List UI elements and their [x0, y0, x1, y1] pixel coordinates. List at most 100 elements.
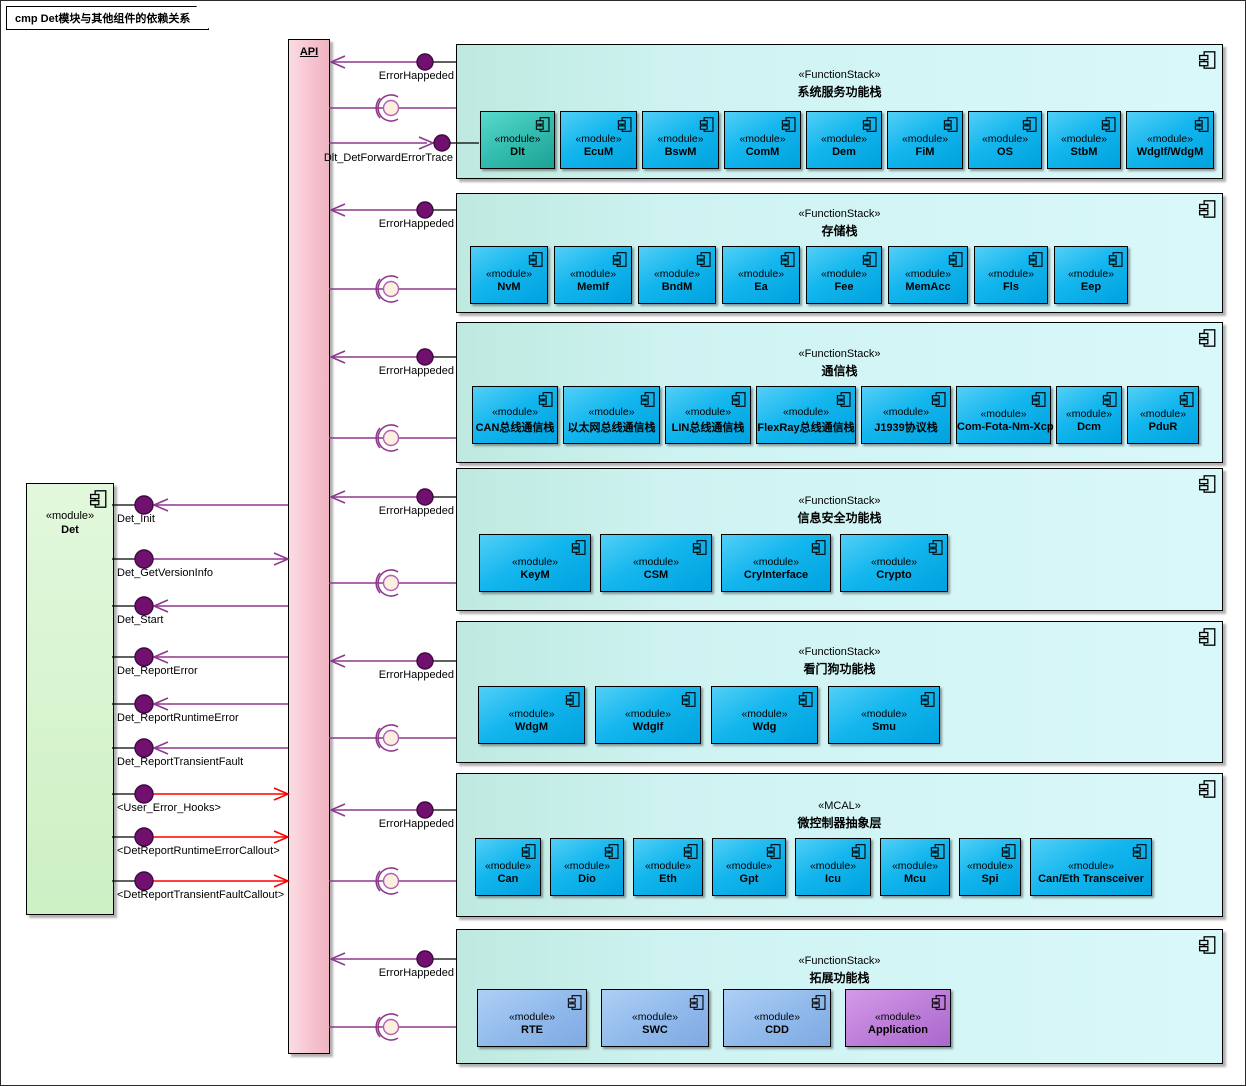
- module-fee[interactable]: «module» Fee: [806, 246, 882, 304]
- module-csm[interactable]: «module» CSM: [600, 534, 712, 592]
- module-dem[interactable]: «module» Dem: [806, 111, 882, 169]
- module-stereotype: «module»: [563, 859, 611, 872]
- stack-box-4[interactable]: «FunctionStack» 信息安全功能栈 «module» KeyM «m…: [456, 468, 1223, 611]
- module-keym[interactable]: «module» KeyM: [479, 534, 591, 592]
- component-icon: [920, 691, 935, 708]
- module-rte[interactable]: «module» RTE: [477, 989, 587, 1047]
- interface-ball-icon[interactable]: [416, 348, 434, 366]
- component-icon: [781, 116, 796, 133]
- module-stereotype: «module»: [904, 267, 952, 280]
- module-wdg[interactable]: «module» Wdg: [711, 686, 818, 744]
- module-memacc[interactable]: «module» MemAcc: [888, 246, 968, 304]
- module-wdgif-wdgm[interactable]: «module» WdgIf/WdgM: [1126, 111, 1214, 169]
- module-os[interactable]: «module» OS: [968, 111, 1042, 169]
- module-stereotype: «module»: [491, 405, 539, 418]
- interface-ball-icon[interactable]: [134, 827, 154, 847]
- component-icon: [1198, 627, 1216, 647]
- module-nvm[interactable]: «module» NvM: [470, 246, 548, 304]
- module-stereotype: «module»: [588, 405, 635, 418]
- module-j1939协议栈[interactable]: «module» J1939协议栈: [861, 386, 951, 444]
- stack-name: 看门狗功能栈: [803, 662, 876, 676]
- component-icon: [617, 116, 632, 133]
- module-eth[interactable]: «module» Eth: [633, 838, 703, 896]
- module-flexray总线通信栈[interactable]: «module» FlexRay总线通信栈: [756, 386, 856, 444]
- interface-ball-icon[interactable]: [134, 549, 154, 569]
- module-stereotype: «module»: [569, 267, 617, 280]
- module-can-eth-transceiver[interactable]: «module» Can/Eth Transceiver: [1030, 838, 1152, 896]
- interface-ball-icon[interactable]: [416, 801, 434, 819]
- interface-ball-icon[interactable]: [134, 871, 154, 891]
- component-icon: [1102, 391, 1117, 408]
- module-eep[interactable]: «module» Eep: [1054, 246, 1128, 304]
- module-ea[interactable]: «module» Ea: [722, 246, 800, 304]
- api-bar[interactable]: API: [288, 39, 330, 1054]
- stack-box-2[interactable]: «FunctionStack» 存储栈 «module» NvM «module…: [456, 193, 1223, 313]
- module-can[interactable]: «module» Can: [475, 838, 541, 896]
- stack-box-6[interactable]: «MCAL» 微控制器抽象层 «module» Can «module» Dio…: [456, 773, 1223, 917]
- interface-ball-icon[interactable]: [416, 950, 434, 968]
- interface-ball-icon[interactable]: [134, 647, 154, 667]
- component-icon: [571, 539, 586, 556]
- component-icon: [931, 994, 946, 1011]
- module-spi[interactable]: «module» Spi: [959, 838, 1021, 896]
- module-crypto[interactable]: «module» Crypto: [840, 534, 948, 592]
- interface-ball-icon[interactable]: [416, 652, 434, 670]
- interface-ball-icon[interactable]: [134, 694, 154, 714]
- module-fim[interactable]: «module» FiM: [887, 111, 963, 169]
- module-comm[interactable]: «module» ComM: [724, 111, 801, 169]
- interface-ball-icon[interactable]: [433, 134, 451, 152]
- interface-ball-icon[interactable]: [134, 738, 154, 758]
- stack-box-1[interactable]: «FunctionStack» 系统服务功能栈 «module» Dlt «mo…: [456, 44, 1223, 179]
- module-gpt[interactable]: «module» Gpt: [712, 838, 786, 896]
- module-name: Dlt: [510, 145, 525, 158]
- module-wdgif[interactable]: «module» WdgIf: [595, 686, 701, 744]
- module-以太网总线通信栈[interactable]: «module» 以太网总线通信栈: [563, 386, 660, 444]
- interface-ball-icon[interactable]: [416, 201, 434, 219]
- interface-ball-icon[interactable]: [134, 495, 154, 515]
- arrowhead-icon: [273, 552, 291, 566]
- module-can总线通信栈[interactable]: «module» CAN总线通信栈: [472, 386, 558, 444]
- component-icon: [862, 251, 877, 268]
- module-bswm[interactable]: «module» BswM: [642, 111, 719, 169]
- module-application[interactable]: «module» Application: [845, 989, 951, 1047]
- socket-icon: [375, 572, 381, 594]
- module-dcm[interactable]: «module» Dcm: [1056, 386, 1122, 444]
- module-com-fota-nm-xcp[interactable]: «module» Com-Fota-Nm-Xcp: [956, 386, 1054, 444]
- module-pdur[interactable]: «module» PduR: [1127, 386, 1199, 444]
- interface-ball-icon[interactable]: [134, 784, 154, 804]
- api-label: API: [299, 46, 319, 58]
- module-name: Can/Eth Transceiver: [1038, 872, 1144, 885]
- det-module-box[interactable]: «module» Det: [26, 483, 114, 915]
- module-name: Dio: [578, 872, 596, 885]
- module-icu[interactable]: «module» Icu: [795, 838, 871, 896]
- component-icon: [689, 994, 704, 1011]
- module-fls[interactable]: «module» Fls: [974, 246, 1048, 304]
- interface-ball-icon[interactable]: [416, 488, 434, 506]
- module-dlt[interactable]: «module» Dlt: [480, 111, 555, 169]
- stack-box-7[interactable]: «FunctionStack» 拓展功能栈 «module» RTE «modu…: [456, 929, 1223, 1064]
- interface-ball-icon[interactable]: [134, 596, 154, 616]
- module-ecum[interactable]: «module» EcuM: [560, 111, 637, 169]
- module-cryinterface[interactable]: «module» CryInterface: [721, 534, 831, 592]
- module-dio[interactable]: «module» Dio: [550, 838, 624, 896]
- stack-box-3[interactable]: «FunctionStack» 通信栈 «module» CAN总线通信栈 «m…: [456, 322, 1223, 463]
- module-lin总线通信栈[interactable]: «module» LIN总线通信栈: [665, 386, 751, 444]
- module-name: Crypto: [876, 568, 912, 581]
- module-cdd[interactable]: «module» CDD: [723, 989, 831, 1047]
- socket-ball-icon: [382, 729, 400, 747]
- module-wdgm[interactable]: «module» WdgM: [478, 686, 585, 744]
- component-icon: [565, 691, 580, 708]
- module-memif[interactable]: «module» MemIf: [554, 246, 632, 304]
- component-icon: [538, 391, 553, 408]
- module-smu[interactable]: «module» Smu: [828, 686, 940, 744]
- det-interface-label: <DetReportRuntimeErrorCallout>: [117, 845, 280, 857]
- interface-ball-icon[interactable]: [416, 53, 434, 71]
- module-mcu[interactable]: «module» Mcu: [880, 838, 950, 896]
- module-swc[interactable]: «module» SWC: [601, 989, 709, 1047]
- dlt-forward-error-trace-label: Dlt_DetForwardErrorTrace: [324, 152, 453, 164]
- module-bndm[interactable]: «module» BndM: [638, 246, 716, 304]
- module-name: Eep: [1080, 280, 1102, 293]
- module-stbm[interactable]: «module» StbM: [1047, 111, 1121, 169]
- arrowhead-icon: [328, 203, 346, 217]
- stack-box-5[interactable]: «FunctionStack» 看门狗功能栈 «module» WdgM «mo…: [456, 621, 1223, 763]
